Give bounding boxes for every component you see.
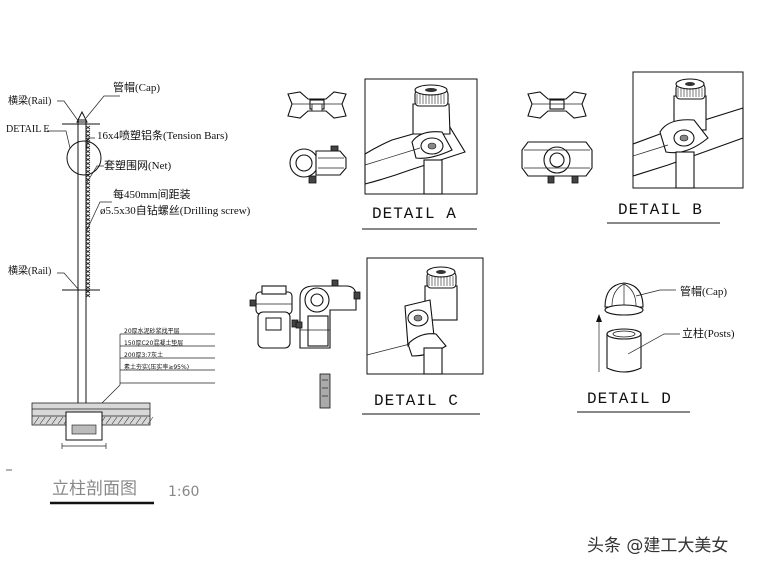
hatch-stroke — [111, 416, 118, 425]
mesh-stroke — [85, 209, 91, 214]
mesh-stroke — [85, 253, 91, 258]
hatch-stroke — [135, 416, 142, 425]
detail-a-side-view — [289, 145, 347, 184]
label-spacing: 每450mm间距装 — [113, 187, 191, 201]
detail-a-3d — [364, 84, 466, 195]
detail-c-side-view — [295, 279, 361, 349]
detail-c: DETAIL C — [249, 257, 484, 415]
foundation — [6, 402, 154, 471]
detail-d-label-cap: 管帽(Cap) — [680, 284, 727, 298]
mesh-stroke — [85, 133, 91, 138]
layer-3: 200厚3:7灰土 — [124, 351, 163, 359]
mesh-stroke — [85, 169, 91, 174]
layer-4: 素土夯实(压实率≥95%) — [124, 363, 189, 371]
detail-b-label: DETAIL B — [618, 201, 703, 219]
mesh-stroke — [85, 193, 91, 198]
mesh-stroke — [85, 217, 91, 222]
mesh-stroke — [85, 221, 91, 226]
label-net: 套塑围网(Net) — [104, 158, 172, 172]
mesh-stroke — [85, 129, 91, 134]
detail-a-label: DETAIL A — [372, 205, 457, 223]
detail-a: DETAIL A — [287, 78, 478, 230]
mesh-stroke — [85, 181, 91, 186]
detail-d-label: DETAIL D — [587, 390, 672, 408]
mesh-stroke — [85, 141, 91, 146]
mesh-stroke — [85, 157, 91, 162]
post — [77, 119, 87, 417]
detail-e-circle — [66, 140, 102, 176]
label-detail-e: DETAIL E — [6, 124, 50, 135]
detail-d-cap — [604, 282, 644, 316]
detail-d: 管帽(Cap) 立柱(Posts) DETAIL D — [577, 282, 735, 413]
mesh-stroke — [85, 285, 91, 290]
detail-d-label-posts: 立柱(Posts) — [682, 326, 735, 340]
detail-b-side-view — [521, 141, 593, 184]
hatch-stroke — [57, 416, 64, 425]
mesh-stroke — [85, 281, 91, 286]
mesh-stroke — [85, 233, 91, 238]
hatch-stroke — [51, 416, 58, 425]
mesh-stroke — [85, 189, 91, 194]
detail-c-3d — [366, 266, 458, 375]
mesh-stroke — [85, 205, 91, 210]
mesh-stroke — [85, 149, 91, 154]
label-cap: 管帽(Cap) — [113, 80, 160, 94]
watermark: 头条 @建工大美女 — [587, 536, 728, 556]
mesh-stroke — [85, 161, 91, 166]
post-cap — [76, 110, 88, 123]
mesh-stroke — [85, 265, 91, 270]
detail-b-3d — [632, 78, 744, 189]
hatch-stroke — [105, 416, 112, 425]
mesh-stroke — [85, 261, 91, 266]
hatch-stroke — [117, 416, 124, 425]
mesh-stroke — [85, 229, 91, 234]
layer-callout: 20厚水泥砂浆找平层 150厚C20混凝土垫层 200厚3:7灰土 素土夯实(压… — [99, 327, 215, 406]
hatch-stroke — [39, 416, 46, 425]
mesh-stroke — [85, 245, 91, 250]
hatch-stroke — [33, 416, 40, 425]
mesh-stroke — [85, 153, 91, 158]
section-scale: 1:60 — [168, 484, 199, 500]
mesh-stroke — [85, 197, 91, 202]
detail-c-label: DETAIL C — [374, 392, 459, 410]
detail-b: DETAIL B — [521, 71, 744, 224]
detail-d-post — [606, 328, 642, 373]
mesh-stroke — [85, 201, 91, 206]
label-rail-top: 横梁(Rail) — [8, 94, 51, 107]
hatch-stroke — [141, 416, 148, 425]
hatch-stroke — [129, 416, 136, 425]
label-tension-bars: 16x4喷塑铝条(Tension Bars) — [97, 128, 228, 142]
detail-c-small-part — [319, 373, 331, 409]
mesh-stroke — [85, 277, 91, 282]
mesh-stroke — [85, 213, 91, 218]
mesh-stroke — [85, 165, 91, 170]
mesh-stroke — [85, 185, 91, 190]
label-drilling-screw: ø5.5x30自钻螺丝(Drilling screw) — [100, 203, 251, 217]
hatch-stroke — [123, 416, 130, 425]
mesh-stroke — [85, 249, 91, 254]
hatch-stroke — [147, 416, 154, 425]
net-mesh — [85, 125, 91, 298]
mesh-stroke — [85, 269, 91, 274]
mesh-stroke — [85, 257, 91, 262]
detail-c-front-view — [249, 285, 299, 349]
mesh-stroke — [85, 237, 91, 242]
label-rail-bottom: 横梁(Rail) — [8, 264, 51, 277]
detail-b-top-view — [527, 91, 587, 119]
detail-a-top-view — [287, 91, 347, 119]
layer-2: 150厚C20混凝土垫层 — [124, 339, 183, 347]
section-title: 立柱剖面图 — [52, 479, 137, 499]
layer-1: 20厚水泥砂浆找平层 — [124, 327, 180, 335]
mesh-stroke — [85, 125, 91, 130]
mesh-stroke — [85, 273, 91, 278]
mesh-stroke — [85, 293, 91, 298]
mesh-stroke — [85, 241, 91, 246]
post-section: 管帽(Cap) 横梁(Rail) DETAIL E 16x4喷塑铝条(Tensi… — [6, 80, 251, 505]
hatch-stroke — [45, 416, 52, 425]
